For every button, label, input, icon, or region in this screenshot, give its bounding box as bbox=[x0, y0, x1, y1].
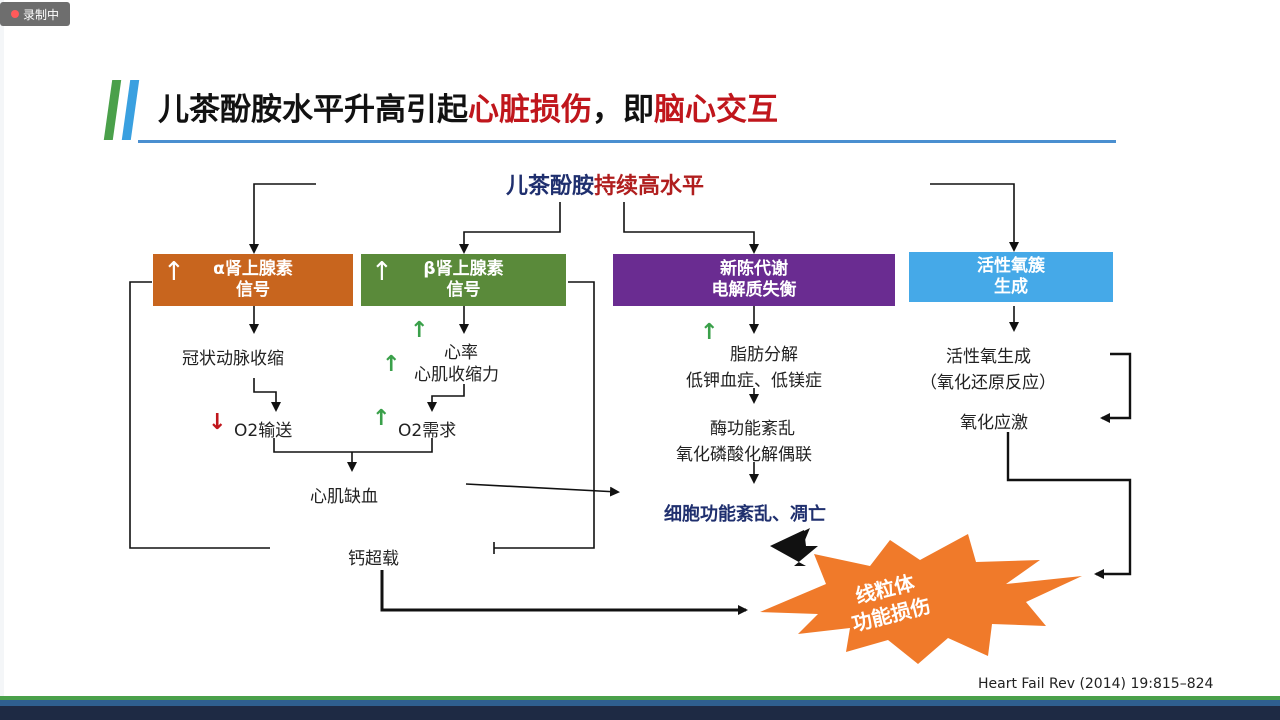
up-arrow-icon: ↑ bbox=[410, 318, 429, 343]
beta-adrenergic-box: ↑ β肾上腺素 信号 bbox=[361, 254, 566, 306]
calcium-overload-text: 钙超载 bbox=[348, 549, 399, 569]
enzyme-dysfunction-text: 酶功能紊乱 bbox=[710, 419, 795, 439]
alpha-box-line2: 信号 bbox=[236, 280, 270, 300]
uncoupling-text: 氧化磷酸化解偶联 bbox=[676, 445, 812, 465]
citation: Heart Fail Rev (2014) 19:815–824 bbox=[978, 676, 1214, 692]
title-part4: 脑心交互 bbox=[654, 92, 778, 128]
beta-box-line1: β肾上腺素 bbox=[423, 259, 504, 279]
up-arrow-icon: ↑ bbox=[372, 406, 391, 431]
ischemia-text: 心肌缺血 bbox=[310, 487, 378, 507]
down-arrow-icon: ↓ bbox=[208, 410, 227, 435]
coronary-constriction-text: 冠状动脉收缩 bbox=[182, 349, 284, 369]
hypokalemia-text: 低钾血症、低镁症 bbox=[686, 371, 822, 391]
lipolysis-text: 脂肪分解 bbox=[730, 345, 798, 365]
up-arrow-icon: ↑ bbox=[371, 257, 393, 287]
slide bbox=[4, 0, 1280, 700]
title-underline bbox=[138, 140, 1116, 143]
catecholamine-label: 儿茶酚胺持续高水平 bbox=[506, 168, 704, 200]
ros-box-line2: 生成 bbox=[994, 277, 1028, 297]
metabolism-box-line1: 新陈代谢 bbox=[720, 259, 788, 279]
ros-box-line1: 活性氧簇 bbox=[977, 256, 1045, 276]
ros-generation-text: 活性氧生成 bbox=[946, 347, 1031, 367]
up-arrow-icon: ↑ bbox=[700, 320, 719, 345]
alpha-adrenergic-box: ↑ α肾上腺素 信号 bbox=[153, 254, 353, 306]
up-arrow-icon: ↑ bbox=[163, 257, 185, 287]
recording-label: 录制中 bbox=[22, 7, 59, 22]
oxidative-stress-text: 氧化应激 bbox=[960, 413, 1028, 433]
alpha-box-line1: α肾上腺素 bbox=[213, 259, 293, 279]
record-dot-icon bbox=[10, 10, 19, 18]
ros-box: 活性氧簇 生成 bbox=[909, 252, 1113, 302]
big-arrow-icon bbox=[770, 530, 818, 566]
o2-delivery-text: O2输送 bbox=[234, 421, 293, 441]
contractility-text: 心肌收缩力 bbox=[414, 365, 499, 385]
slide-title: 儿茶酚胺水平升高引起心脏损伤，即脑心交互 bbox=[158, 84, 778, 129]
title-part2: 心脏损伤 bbox=[468, 92, 592, 128]
mitochondria-burst-shape bbox=[760, 534, 1082, 664]
metabolism-box: 新陈代谢 电解质失衡 bbox=[613, 254, 895, 306]
title-part1: 儿茶酚胺水平升高引起 bbox=[158, 92, 468, 128]
heart-rate-text: 心率 bbox=[444, 343, 478, 363]
bottom-band bbox=[0, 696, 1280, 720]
top-label-part2: 持续高水平 bbox=[594, 174, 705, 199]
redox-text: （氧化还原反应） bbox=[920, 373, 1056, 393]
up-arrow-icon: ↑ bbox=[382, 352, 401, 377]
title-part3: ，即 bbox=[592, 92, 654, 128]
metabolism-box-line2: 电解质失衡 bbox=[711, 280, 797, 300]
recording-badge[interactable]: 录制中 bbox=[0, 2, 70, 26]
top-label-part1: 儿茶酚胺 bbox=[506, 174, 595, 199]
cell-dysfunction-apoptosis-text: 细胞功能紊乱、凋亡 bbox=[664, 504, 826, 525]
o2-demand-text: O2需求 bbox=[398, 421, 457, 441]
beta-box-line2: 信号 bbox=[446, 280, 481, 300]
